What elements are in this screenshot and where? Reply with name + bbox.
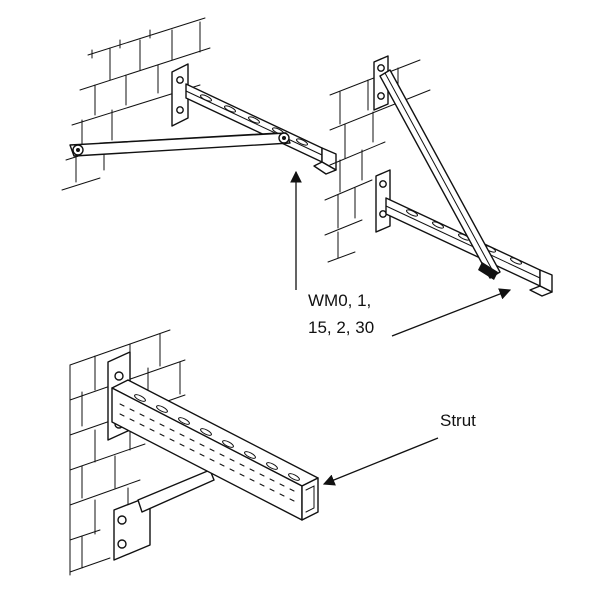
- cantilever-bracket-illustration: [69, 329, 319, 576]
- brick-wall-left: [61, 17, 211, 191]
- model-codes-label-line1: WM0, 1,: [308, 291, 371, 310]
- model-codes-label-line2: 15, 2, 30: [308, 318, 374, 337]
- knee-bracket-illustration-right: [324, 55, 553, 297]
- callout-arrow-right-bracket: [391, 288, 512, 337]
- callout-arrow-strut: [322, 437, 439, 486]
- strut-label: Strut: [440, 411, 476, 430]
- knee-bracket-illustration-left: [61, 17, 337, 191]
